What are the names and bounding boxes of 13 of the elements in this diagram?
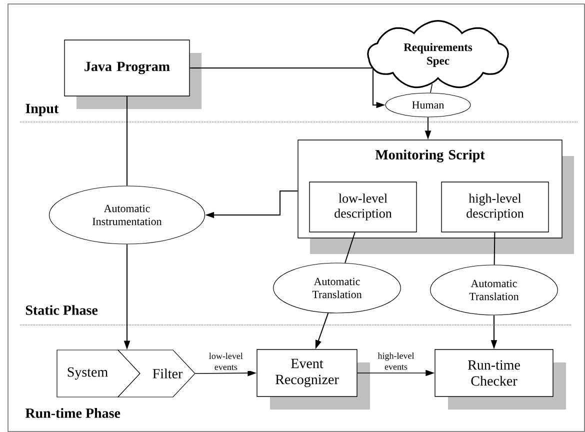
chevron-box: System <box>56 350 140 398</box>
description-box: high-level description <box>441 182 549 232</box>
edge-label: high-level events <box>371 351 421 371</box>
description-box: low-level description <box>309 182 417 232</box>
program-box: Java Program <box>64 40 202 109</box>
requirements-cloud: Requirements Spec <box>367 20 509 88</box>
edge-label: low-level events <box>200 352 251 372</box>
phase-label: Static Phase <box>26 305 98 315</box>
process-box: Run-time Checker <box>434 349 566 410</box>
chevron-box: Filter <box>117 350 196 398</box>
process-box: Event Recognizer <box>256 349 370 410</box>
phase-label: Input <box>26 104 59 116</box>
phase-label: Run-time Phase <box>25 408 120 418</box>
